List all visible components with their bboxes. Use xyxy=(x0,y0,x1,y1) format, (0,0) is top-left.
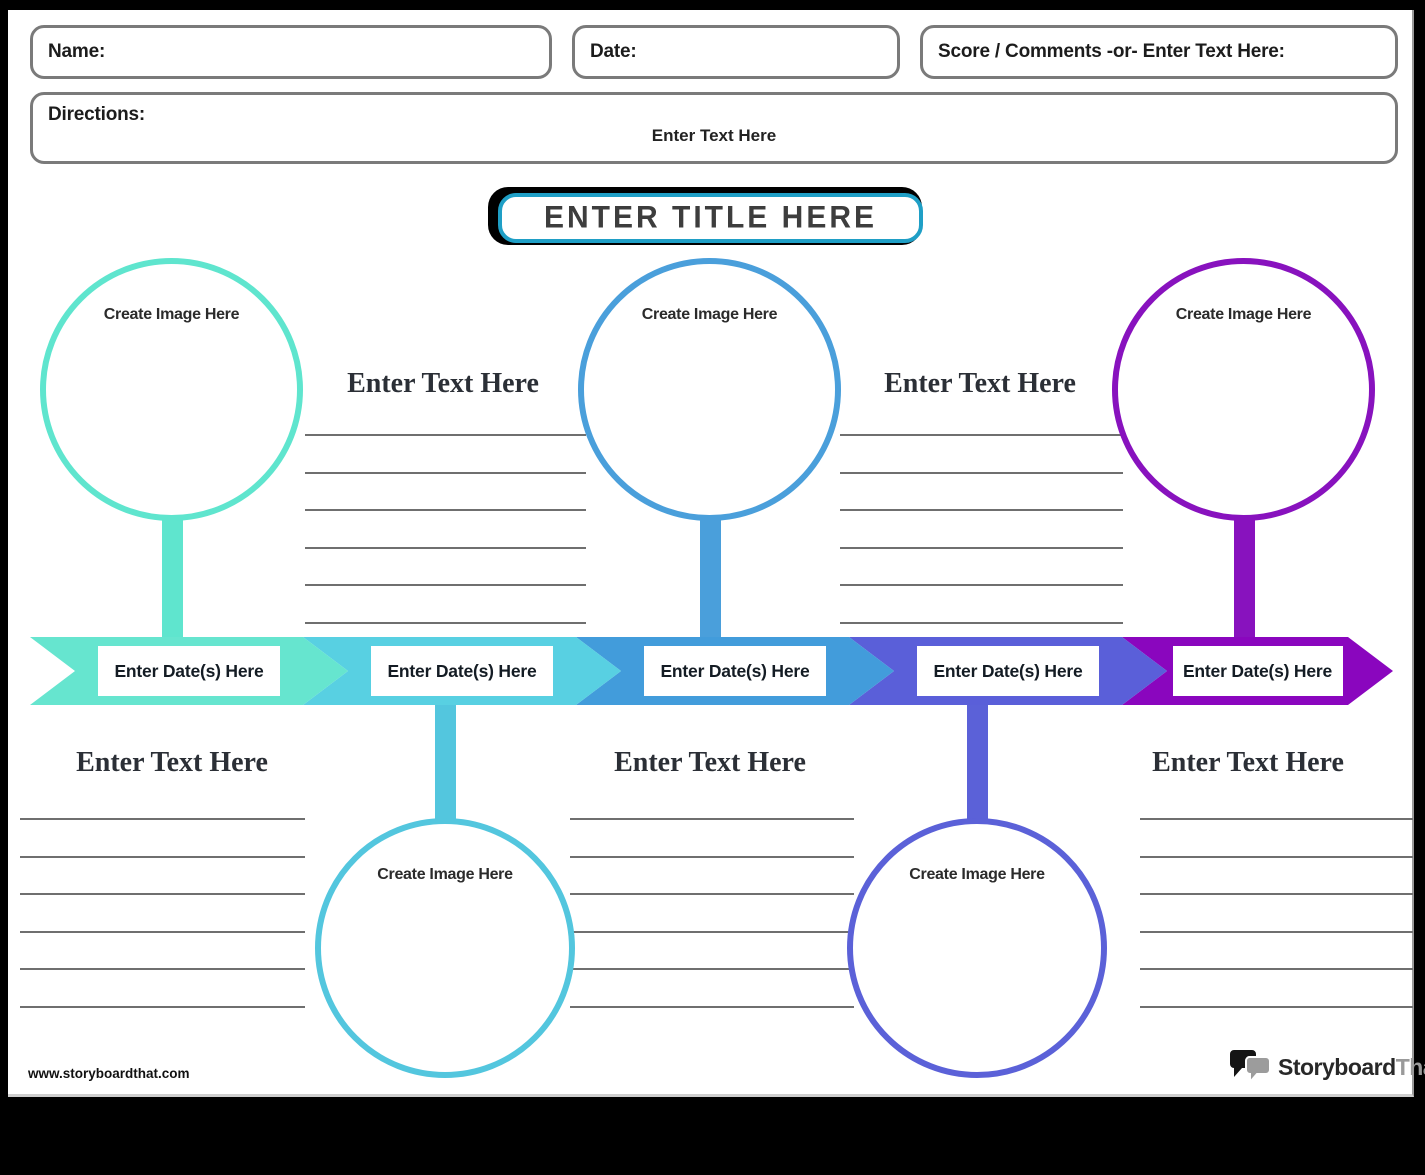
logo-text-secondary: That xyxy=(1395,1053,1425,1080)
image-circle-5[interactable]: Create Image Here xyxy=(1112,258,1375,521)
image-circle-2[interactable]: Create Image Here xyxy=(315,818,575,1078)
date-box-1[interactable]: Enter Date(s) Here xyxy=(98,646,280,696)
text-section-1-heading: Enter Text Here xyxy=(76,747,268,778)
score-field[interactable]: Score / Comments -or- Enter Text Here: xyxy=(920,25,1398,79)
connector-stem-1 xyxy=(162,516,183,637)
date-label: Date: xyxy=(590,41,637,62)
name-label: Name: xyxy=(48,41,106,62)
timeline-segment-2: Enter Date(s) Here xyxy=(303,637,621,705)
logo-wordmark: StoryboardThat xyxy=(1278,1054,1425,1081)
connector-stem-3 xyxy=(700,516,721,637)
date-box-2[interactable]: Enter Date(s) Here xyxy=(371,646,553,696)
directions-label: Directions: xyxy=(48,104,146,125)
score-label: Score / Comments -or- Enter Text Here: xyxy=(938,41,1285,62)
image-circle-2-label: Create Image Here xyxy=(377,866,513,883)
text-section-4-heading: Enter Text Here xyxy=(884,368,1076,399)
timeline-segment-4: Enter Date(s) Here xyxy=(849,637,1167,705)
storyboardthat-logo: StoryboardThat xyxy=(1230,1048,1425,1086)
timeline-segment-1: Enter Date(s) Here xyxy=(30,637,348,705)
name-field[interactable]: Name: xyxy=(30,25,552,79)
title-box[interactable]: ENTER TITLE HERE xyxy=(498,193,923,243)
text-section-4-lines xyxy=(840,434,1123,659)
image-circle-4[interactable]: Create Image Here xyxy=(847,818,1107,1078)
speech-bubbles-icon xyxy=(1230,1050,1271,1085)
timeline-segment-3: Enter Date(s) Here xyxy=(576,637,894,705)
date-box-3[interactable]: Enter Date(s) Here xyxy=(644,646,826,696)
image-circle-3[interactable]: Create Image Here xyxy=(578,258,841,521)
directions-field[interactable]: Directions: Enter Text Here xyxy=(30,92,1398,164)
title-text: ENTER TITLE HERE xyxy=(543,200,877,235)
image-circle-1[interactable]: Create Image Here xyxy=(40,258,303,521)
image-circle-1-label: Create Image Here xyxy=(103,306,240,323)
image-circle-4-label: Create Image Here xyxy=(909,866,1045,883)
date-box-5[interactable]: Enter Date(s) Here xyxy=(1173,646,1343,696)
text-section-3-lines xyxy=(570,818,854,1043)
text-section-3-heading: Enter Text Here xyxy=(614,747,806,778)
website-url: www.storyboardthat.com xyxy=(28,1066,190,1081)
text-section-2-heading: Enter Text Here xyxy=(347,368,539,399)
text-section-1-lines xyxy=(20,818,305,1043)
timeline-segment-5: Enter Date(s) Here xyxy=(1122,637,1393,705)
directions-placeholder: Enter Text Here xyxy=(651,126,777,145)
text-section-2-lines xyxy=(305,434,586,659)
connector-stem-4 xyxy=(967,705,988,824)
date-field[interactable]: Date: xyxy=(572,25,900,79)
connector-stem-2 xyxy=(435,705,456,824)
image-circle-3-label: Create Image Here xyxy=(641,306,778,323)
connector-stem-5 xyxy=(1234,516,1255,637)
logo-text-primary: Storyboard xyxy=(1278,1053,1396,1080)
date-box-4[interactable]: Enter Date(s) Here xyxy=(917,646,1099,696)
worksheet-page: Name: Date: Score / Comments -or- Enter … xyxy=(8,10,1425,1097)
text-section-5-heading: Enter Text Here xyxy=(1152,747,1344,778)
image-circle-5-label: Create Image Here xyxy=(1175,306,1312,323)
text-section-5-lines xyxy=(1140,818,1413,1043)
